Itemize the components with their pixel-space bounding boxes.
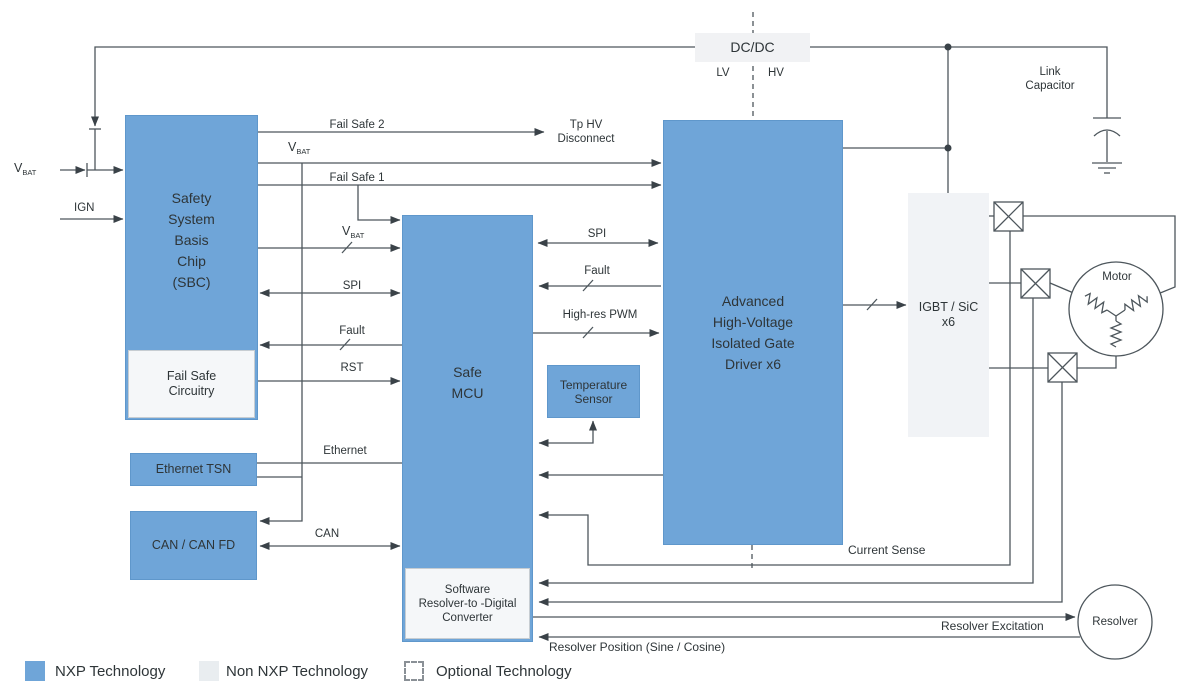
bus-slash-icon: [582, 279, 594, 292]
current-sensor-icon: [1047, 352, 1078, 383]
fail-safe-2-label: Fail Safe 2: [329, 119, 385, 131]
resolver-symbol: [1077, 584, 1153, 660]
legend-swatch-non-nxp: [199, 661, 219, 681]
vbat-input-label: VBAT: [14, 161, 37, 177]
capacitor-icon: [1093, 117, 1121, 162]
block-fail-safe-circuitry: Fail Safe Circuitry: [128, 350, 255, 418]
vbat-mcu-line: [258, 241, 401, 254]
fault-mcu-sbc-line: [259, 338, 402, 351]
rst-label: RST: [340, 362, 364, 374]
bus-slash-icon: [582, 326, 594, 339]
dcdc-lv-line: [89, 46, 695, 170]
dcdc-hv-line: [810, 46, 1108, 118]
current-sensor-icon: [993, 201, 1024, 232]
bus-slash-icon: [339, 338, 351, 351]
ethernet-label: Ethernet: [323, 445, 367, 457]
junction-dot: [944, 144, 952, 152]
bus-slash-icon: [341, 241, 353, 254]
resolver-label: Resolver: [1092, 616, 1138, 628]
block-dcdc: DC/DC: [695, 33, 810, 62]
legend-label-non-nxp: Non NXP Technology: [226, 663, 369, 680]
legend-swatch-optional: [404, 661, 424, 681]
hv-label: HV: [768, 67, 784, 79]
current-sense-label: Current Sense: [848, 543, 926, 557]
block-ethernet-tsn: Ethernet TSN: [130, 453, 257, 486]
block-gate-driver: Advanced High-Voltage Isolated Gate Driv…: [663, 120, 843, 545]
block-temperature-sensor-label: Temperature Sensor: [559, 377, 628, 406]
block-sbc-label: Safety System Basis Chip (SBC): [168, 190, 215, 290]
high-res-pwm-label: High-res PWM: [562, 309, 638, 321]
temp-sensor-line: [538, 420, 597, 447]
bus-slash-icon: [866, 298, 878, 311]
junction-dot: [944, 43, 952, 51]
resolver-position-label: Resolver Position (Sine / Cosine): [549, 640, 726, 654]
block-fail-safe-circuitry-label: Fail Safe Circuitry: [166, 369, 217, 398]
gd-igbt-line: [843, 298, 907, 311]
winding-coil-icon: [1124, 294, 1148, 313]
ign-label: IGN: [74, 202, 95, 214]
block-software-rdc: Software Resolver-to -Digital Converter: [405, 568, 530, 639]
current-sensor-icon: [1020, 268, 1051, 299]
fail-safe-1-branch-line: [357, 185, 401, 224]
link-capacitor-label: Link Capacitor: [1025, 66, 1075, 92]
block-gate-driver-label: Advanced High-Voltage Isolated Gate Driv…: [711, 292, 795, 372]
vbat-can-line: [259, 163, 303, 525]
can-label: CAN: [314, 528, 340, 540]
tp-hv-disconnect-label: Tp HV Disconnect: [557, 119, 615, 145]
block-can: CAN / CAN FD: [130, 511, 257, 580]
winding-coil-icon: [1109, 320, 1123, 348]
block-igbt-sic: IGBT / SiC x6: [908, 193, 989, 437]
current-sense-line-2: [538, 298, 1034, 587]
block-dcdc-label: DC/DC: [730, 39, 775, 55]
spi-gd-label: SPI: [587, 228, 607, 240]
ground-icon: [1092, 162, 1122, 174]
block-safe-mcu-label: Safe MCU: [451, 363, 484, 401]
legend-swatch-nxp: [25, 661, 45, 681]
motor-label: Motor: [1102, 271, 1132, 283]
fail-safe-1-label: Fail Safe 1: [329, 172, 385, 184]
resolver-excitation-label: Resolver Excitation: [941, 619, 1044, 633]
fault-gd-mcu-line: [538, 279, 661, 292]
fault-sbc-label: Fault: [339, 325, 365, 337]
vbat-mcu-label: VBAT: [342, 224, 365, 240]
legend-label-optional: Optional Technology: [436, 663, 572, 680]
current-sense-line-1: [538, 231, 1011, 566]
block-software-rdc-label: Software Resolver-to -Digital Converter: [418, 583, 517, 624]
motor-symbol: [1068, 261, 1164, 357]
current-sense-line-3: [538, 382, 1063, 606]
vbat-input-line: [60, 163, 124, 177]
vbat-rail-label: VBAT: [288, 140, 311, 156]
block-can-label: CAN / CAN FD: [151, 538, 236, 552]
spi-sbc-label: SPI: [342, 280, 362, 292]
block-ethernet-tsn-label: Ethernet TSN: [155, 462, 232, 476]
fault-gd-label: Fault: [584, 265, 610, 277]
lv-label: LV: [716, 67, 730, 79]
pwm-line: [533, 326, 660, 339]
block-temperature-sensor: Temperature Sensor: [547, 365, 640, 418]
winding-coil-icon: [1084, 292, 1108, 314]
legend-label-nxp: NXP Technology: [55, 663, 166, 680]
phase-to-motor-1: [1023, 215, 1176, 299]
block-igbt-sic-label: IGBT / SiC x6: [918, 300, 979, 329]
